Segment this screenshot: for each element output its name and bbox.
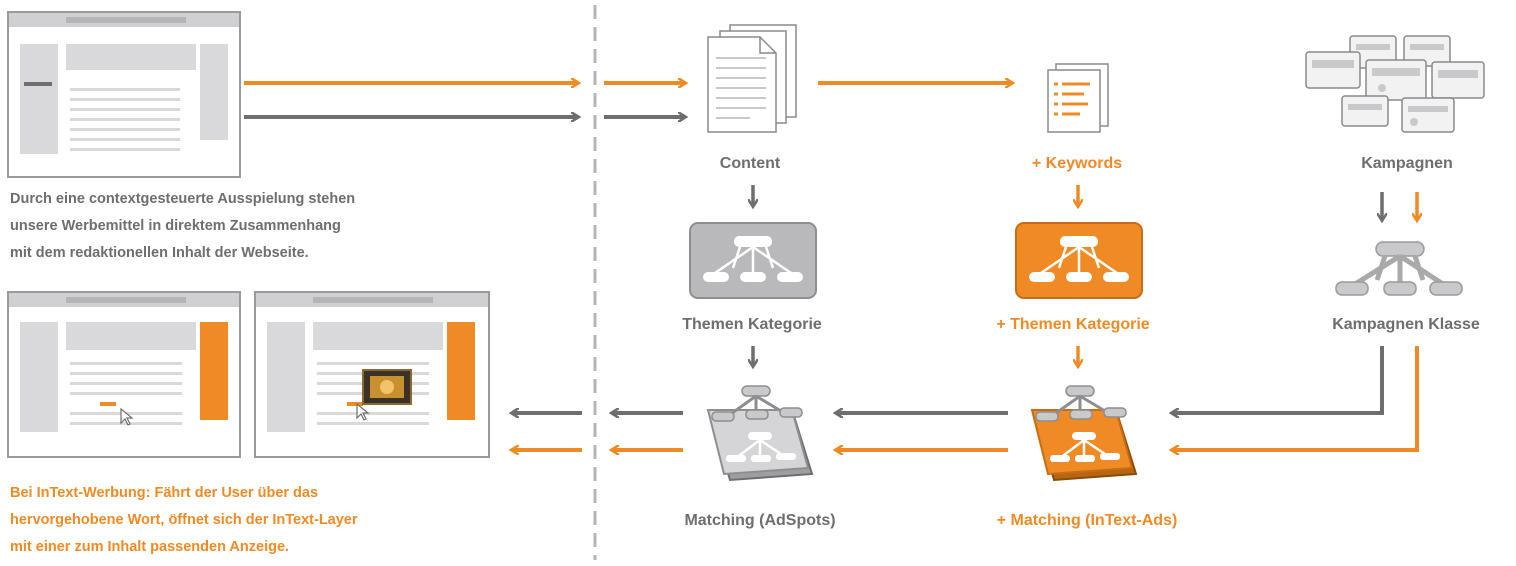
label-themen-kategorie-plus: + Themen Kategorie [996, 316, 1150, 333]
intext-paragraph: Bei InText-Werbung: Fährt der User über … [10, 480, 358, 561]
intro-paragraph: Durch eine contextgesteuerte Ausspielung… [10, 186, 355, 267]
label-themen-kategorie: Themen Kategorie [682, 316, 822, 333]
label-matching-intext: + Matching (InText-Ads) [996, 512, 1178, 529]
label-matching-adspots: Matching (AdSpots) [684, 512, 836, 529]
hierarchy-tree-icon [1015, 222, 1143, 299]
browser-window-icon [7, 11, 241, 178]
intro-line: mit dem redaktionellen Inhalt der Websei… [10, 245, 309, 261]
document-stack-icon [707, 24, 797, 133]
browser-window-icon [254, 291, 490, 458]
label-kampagnen: Kampagnen [1361, 155, 1453, 172]
label-kampagnen-klasse: Kampagnen Klasse [1332, 316, 1480, 333]
keyword-list-icon [1047, 63, 1109, 133]
label-keywords: + Keywords [1031, 155, 1123, 172]
intext-line: Bei InText-Werbung: Fährt der User über … [10, 485, 319, 501]
intro-line: unsere Werbemittel in direktem Zusammenh… [10, 218, 341, 234]
cursor-icon [356, 402, 370, 421]
matching-tree-icon [1030, 385, 1138, 482]
matching-tree-icon [706, 385, 814, 482]
hierarchy-tree-icon [689, 222, 817, 299]
intext-line: hervorgehobene Wort, öffnet sich der InT… [10, 512, 358, 528]
cursor-icon [120, 407, 134, 426]
hierarchy-tree-icon [1335, 241, 1463, 296]
intext-line: mit einer zum Inhalt passenden Anzeige. [10, 539, 290, 555]
browser-window-icon [7, 291, 241, 458]
intro-line: Durch eine contextgesteuerte Ausspielung… [10, 191, 356, 207]
label-content: Content [719, 155, 781, 172]
campaign-cards-icon [1305, 35, 1485, 133]
